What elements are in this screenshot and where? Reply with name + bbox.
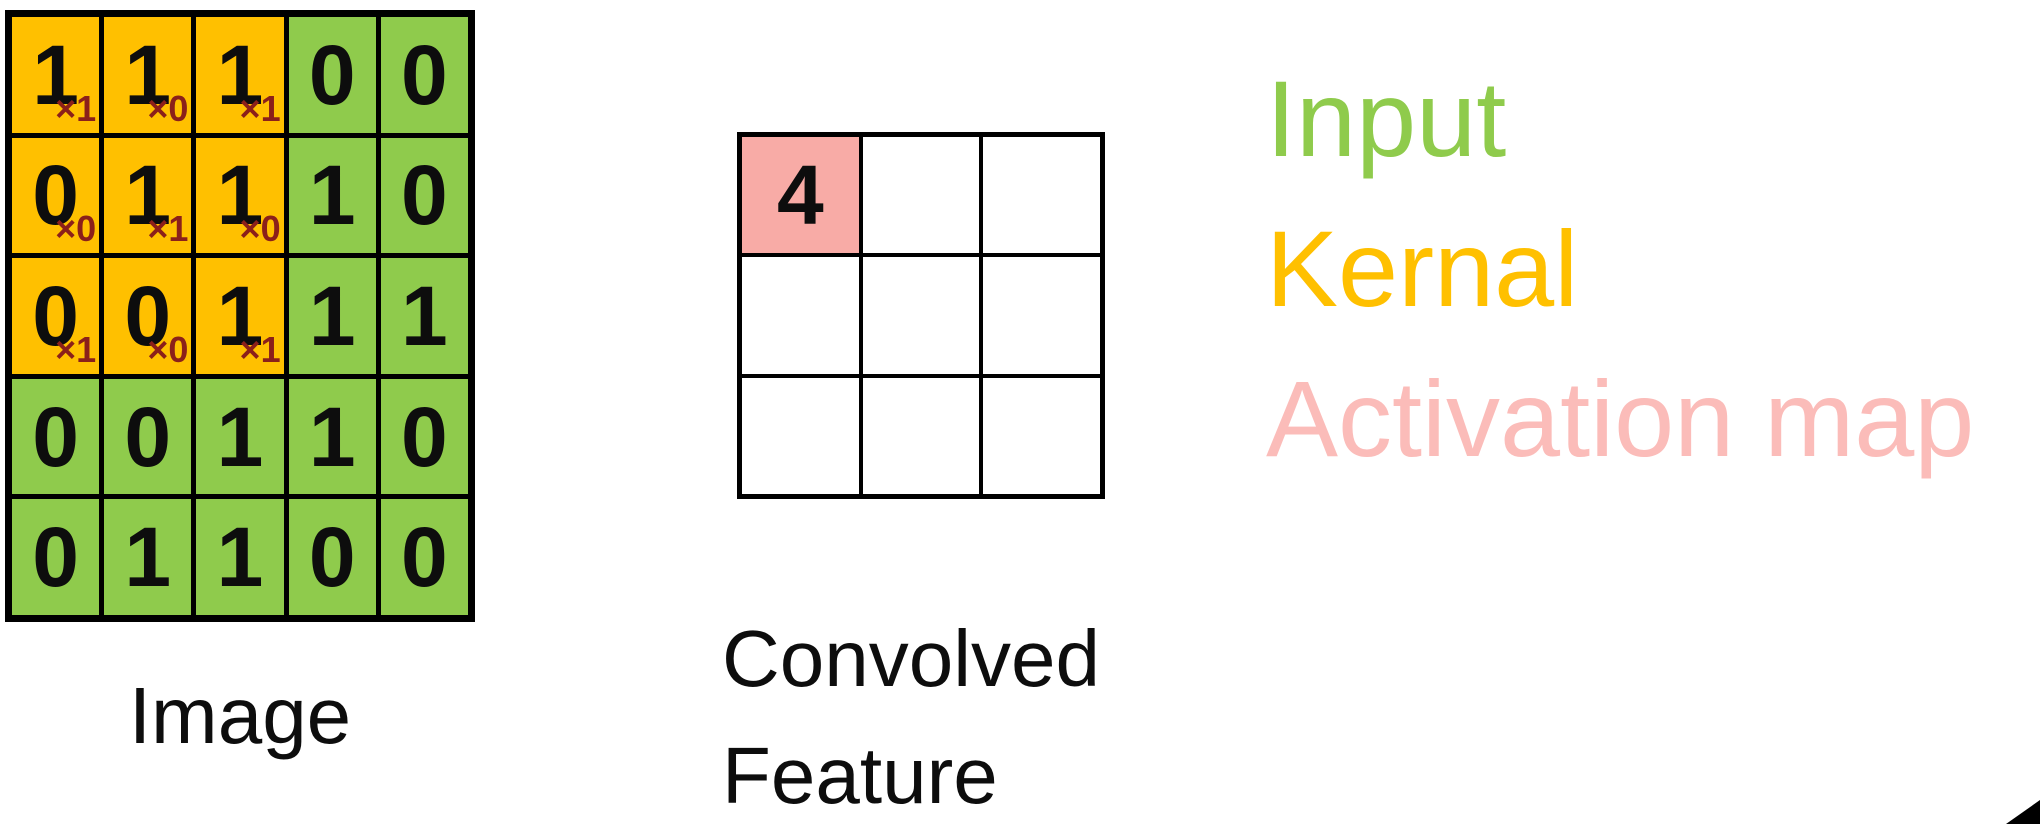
corner-mark (2006, 800, 2040, 824)
image-cell-value: 0 (401, 389, 448, 484)
image-cell-value: 1 (124, 27, 172, 122)
image-grid-cell: 1 (288, 258, 376, 374)
image-label: Image (128, 671, 352, 760)
legend-input-label: Input (1266, 58, 1507, 179)
image-cell-value: 0 (32, 268, 79, 363)
image-grid-kernel-cell: 1×1 (196, 258, 284, 374)
image-cell-value: 1 (308, 389, 356, 484)
convolved-cell-value: 4 (776, 148, 824, 243)
image-grid-cell: 0 (104, 378, 192, 495)
image-cell-value: 0 (401, 27, 448, 122)
image-cell-value: 1 (401, 268, 448, 363)
image-cell-value: 0 (32, 148, 79, 243)
convolved-feature-label: Convolved Feature (722, 600, 1100, 824)
legend-activation-map-label: Activation map (1266, 358, 1975, 479)
image-grid-cell: 1 (380, 258, 468, 374)
kernel-multiplier-subscript: ×0 (55, 208, 97, 250)
convolved-feature-label-line2: Feature (722, 731, 998, 820)
image-grid-cell: 1 (288, 137, 376, 254)
image-cell-value: 1 (216, 148, 264, 243)
image-cell-value: 0 (32, 510, 79, 605)
convolved-feature-cell (862, 377, 980, 494)
kernel-multiplier-subscript: ×0 (147, 328, 189, 370)
kernel-multiplier-subscript: ×1 (55, 87, 97, 129)
kernel-multiplier-subscript: ×1 (147, 208, 189, 250)
convolved-feature-cell (742, 377, 859, 494)
convolved-feature-label-line1: Convolved (722, 614, 1101, 703)
image-cell-value: 1 (308, 148, 356, 243)
image-cell-value: 0 (124, 389, 172, 484)
image-cell-value: 0 (124, 268, 172, 363)
image-cell-value: 1 (124, 148, 172, 243)
image-grid-cell: 0 (380, 378, 468, 495)
image-cell-value: 1 (216, 389, 264, 484)
convolved-feature-cell (983, 137, 1100, 254)
legend-kernel-label: Kernal (1266, 208, 1579, 329)
convolved-feature-cell (983, 377, 1100, 494)
convolved-feature-cell (983, 257, 1100, 374)
image-grid-cell: 1 (196, 378, 284, 495)
image-grid-cell: 1 (104, 499, 192, 615)
convolved-feature-cell (862, 137, 980, 254)
kernel-multiplier-subscript: ×1 (55, 328, 97, 370)
image-grid-kernel-cell: 0×0 (12, 137, 100, 254)
legend: Input Kernal Activation map (1266, 44, 1974, 494)
image-grid-kernel-cell: 1×1 (196, 17, 284, 133)
image-grid-cell: 0 (12, 378, 100, 495)
kernel-multiplier-subscript: ×1 (239, 328, 281, 370)
image-cell-value: 1 (216, 268, 264, 363)
image-cell-value: 1 (32, 27, 79, 122)
image-grid-cell: 0 (288, 499, 376, 615)
image-grid-kernel-cell: 1×0 (104, 17, 192, 133)
image-grid-cell: 0 (380, 17, 468, 133)
image-grid-kernel-cell: 1×0 (196, 137, 284, 254)
image-grid-cell: 0 (380, 499, 468, 615)
image-grid-cell: 1 (288, 378, 376, 495)
image-cell-value: 0 (308, 27, 356, 122)
image-cell-value: 0 (32, 389, 79, 484)
image-grid-cell: 0 (12, 499, 100, 615)
image-grid-cell: 0 (288, 17, 376, 133)
kernel-multiplier-subscript: ×0 (147, 87, 189, 129)
image-grid-kernel-cell: 0×1 (12, 258, 100, 374)
convolved-feature-cell (742, 257, 859, 374)
image-cell-value: 1 (308, 268, 356, 363)
kernel-multiplier-subscript: ×0 (239, 208, 281, 250)
image-grid-cell: 1 (196, 499, 284, 615)
image-grid-cell: 0 (380, 137, 468, 254)
convolved-feature-grid: 4 (737, 132, 1105, 499)
image-grid-kernel-cell: 1×1 (12, 17, 100, 133)
image-cell-value: 0 (308, 510, 356, 605)
image-grid-kernel-cell: 1×1 (104, 137, 192, 254)
image-cell-value: 0 (401, 510, 448, 605)
kernel-multiplier-subscript: ×1 (239, 87, 281, 129)
image-cell-value: 1 (124, 510, 172, 605)
image-cell-value: 1 (216, 510, 264, 605)
image-grid-kernel-cell: 0×0 (104, 258, 192, 374)
image-cell-value: 0 (401, 148, 448, 243)
image-cell-value: 1 (216, 27, 264, 122)
convolved-feature-highlighted-cell: 4 (742, 137, 859, 254)
convolved-feature-cell (862, 257, 980, 374)
